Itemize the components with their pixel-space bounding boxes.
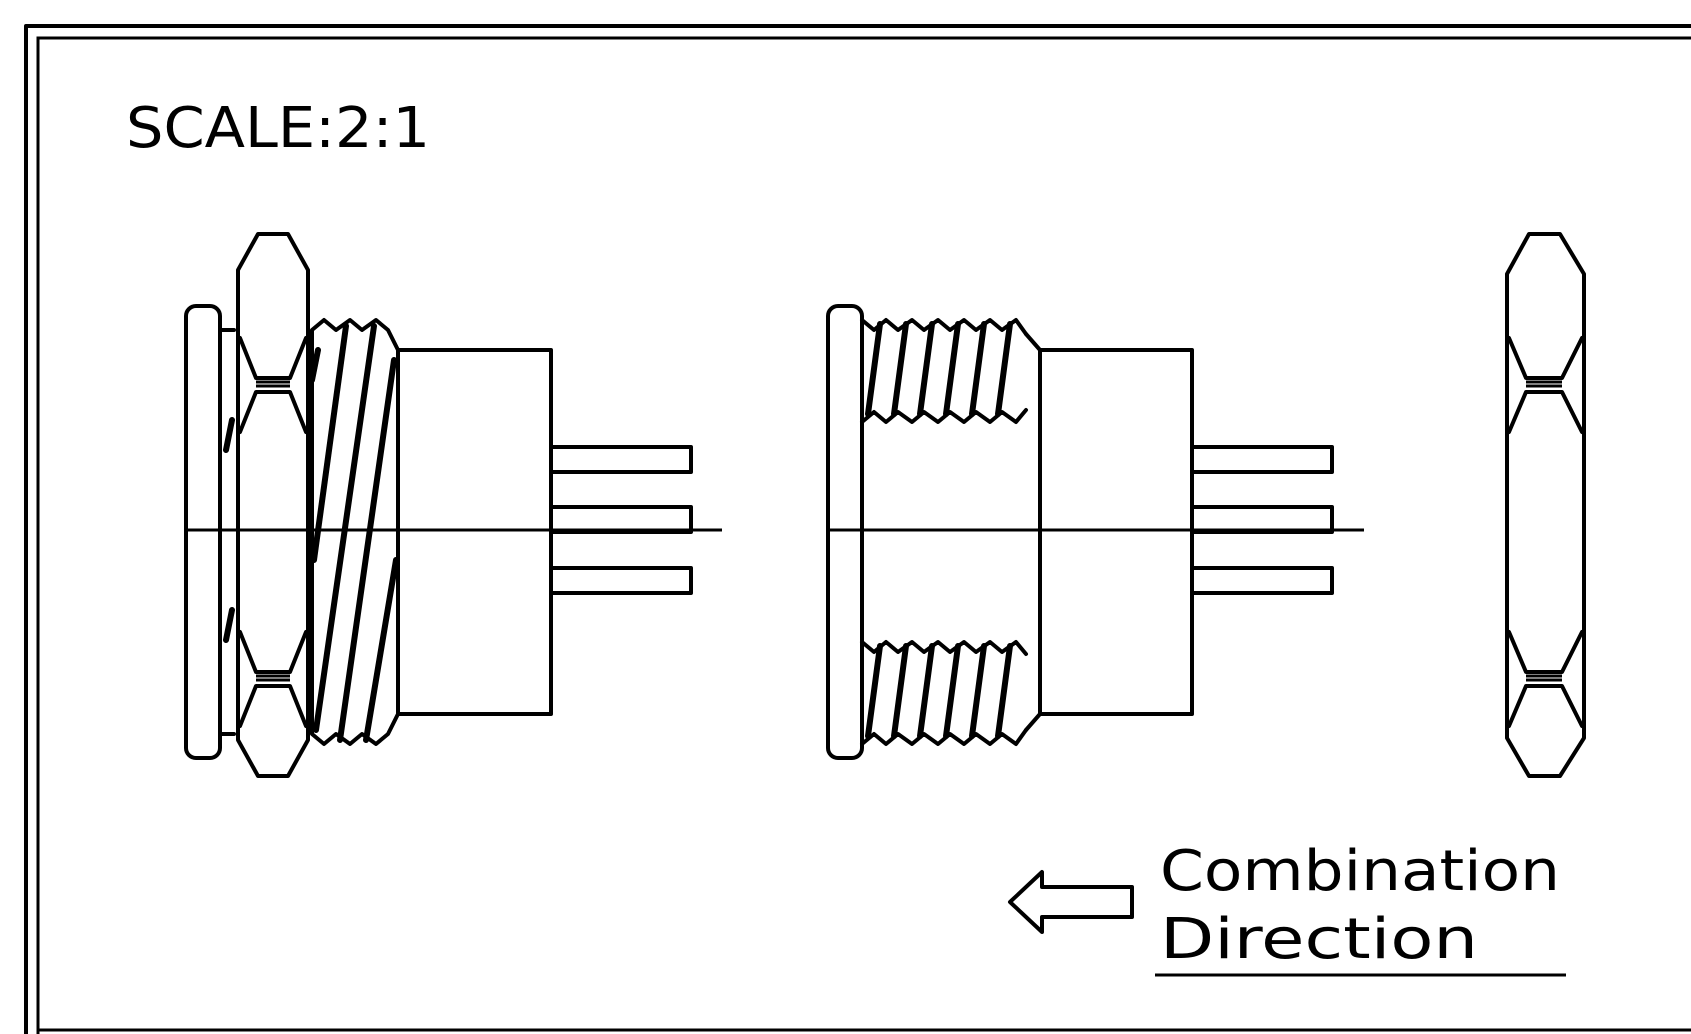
direction-label-line2: Direction bbox=[1160, 907, 1478, 972]
drawing-frame bbox=[24, 24, 1691, 1034]
left-arrow-icon bbox=[1008, 870, 1134, 934]
direction-label-line1: Combination bbox=[1160, 839, 1560, 904]
assembled-connector bbox=[184, 232, 722, 778]
scale-label: SCALE:2:1 bbox=[126, 96, 430, 161]
hex-nut bbox=[1505, 232, 1586, 778]
connector-body bbox=[826, 304, 1364, 760]
combination-direction-note: Combination Direction bbox=[1008, 839, 1566, 977]
